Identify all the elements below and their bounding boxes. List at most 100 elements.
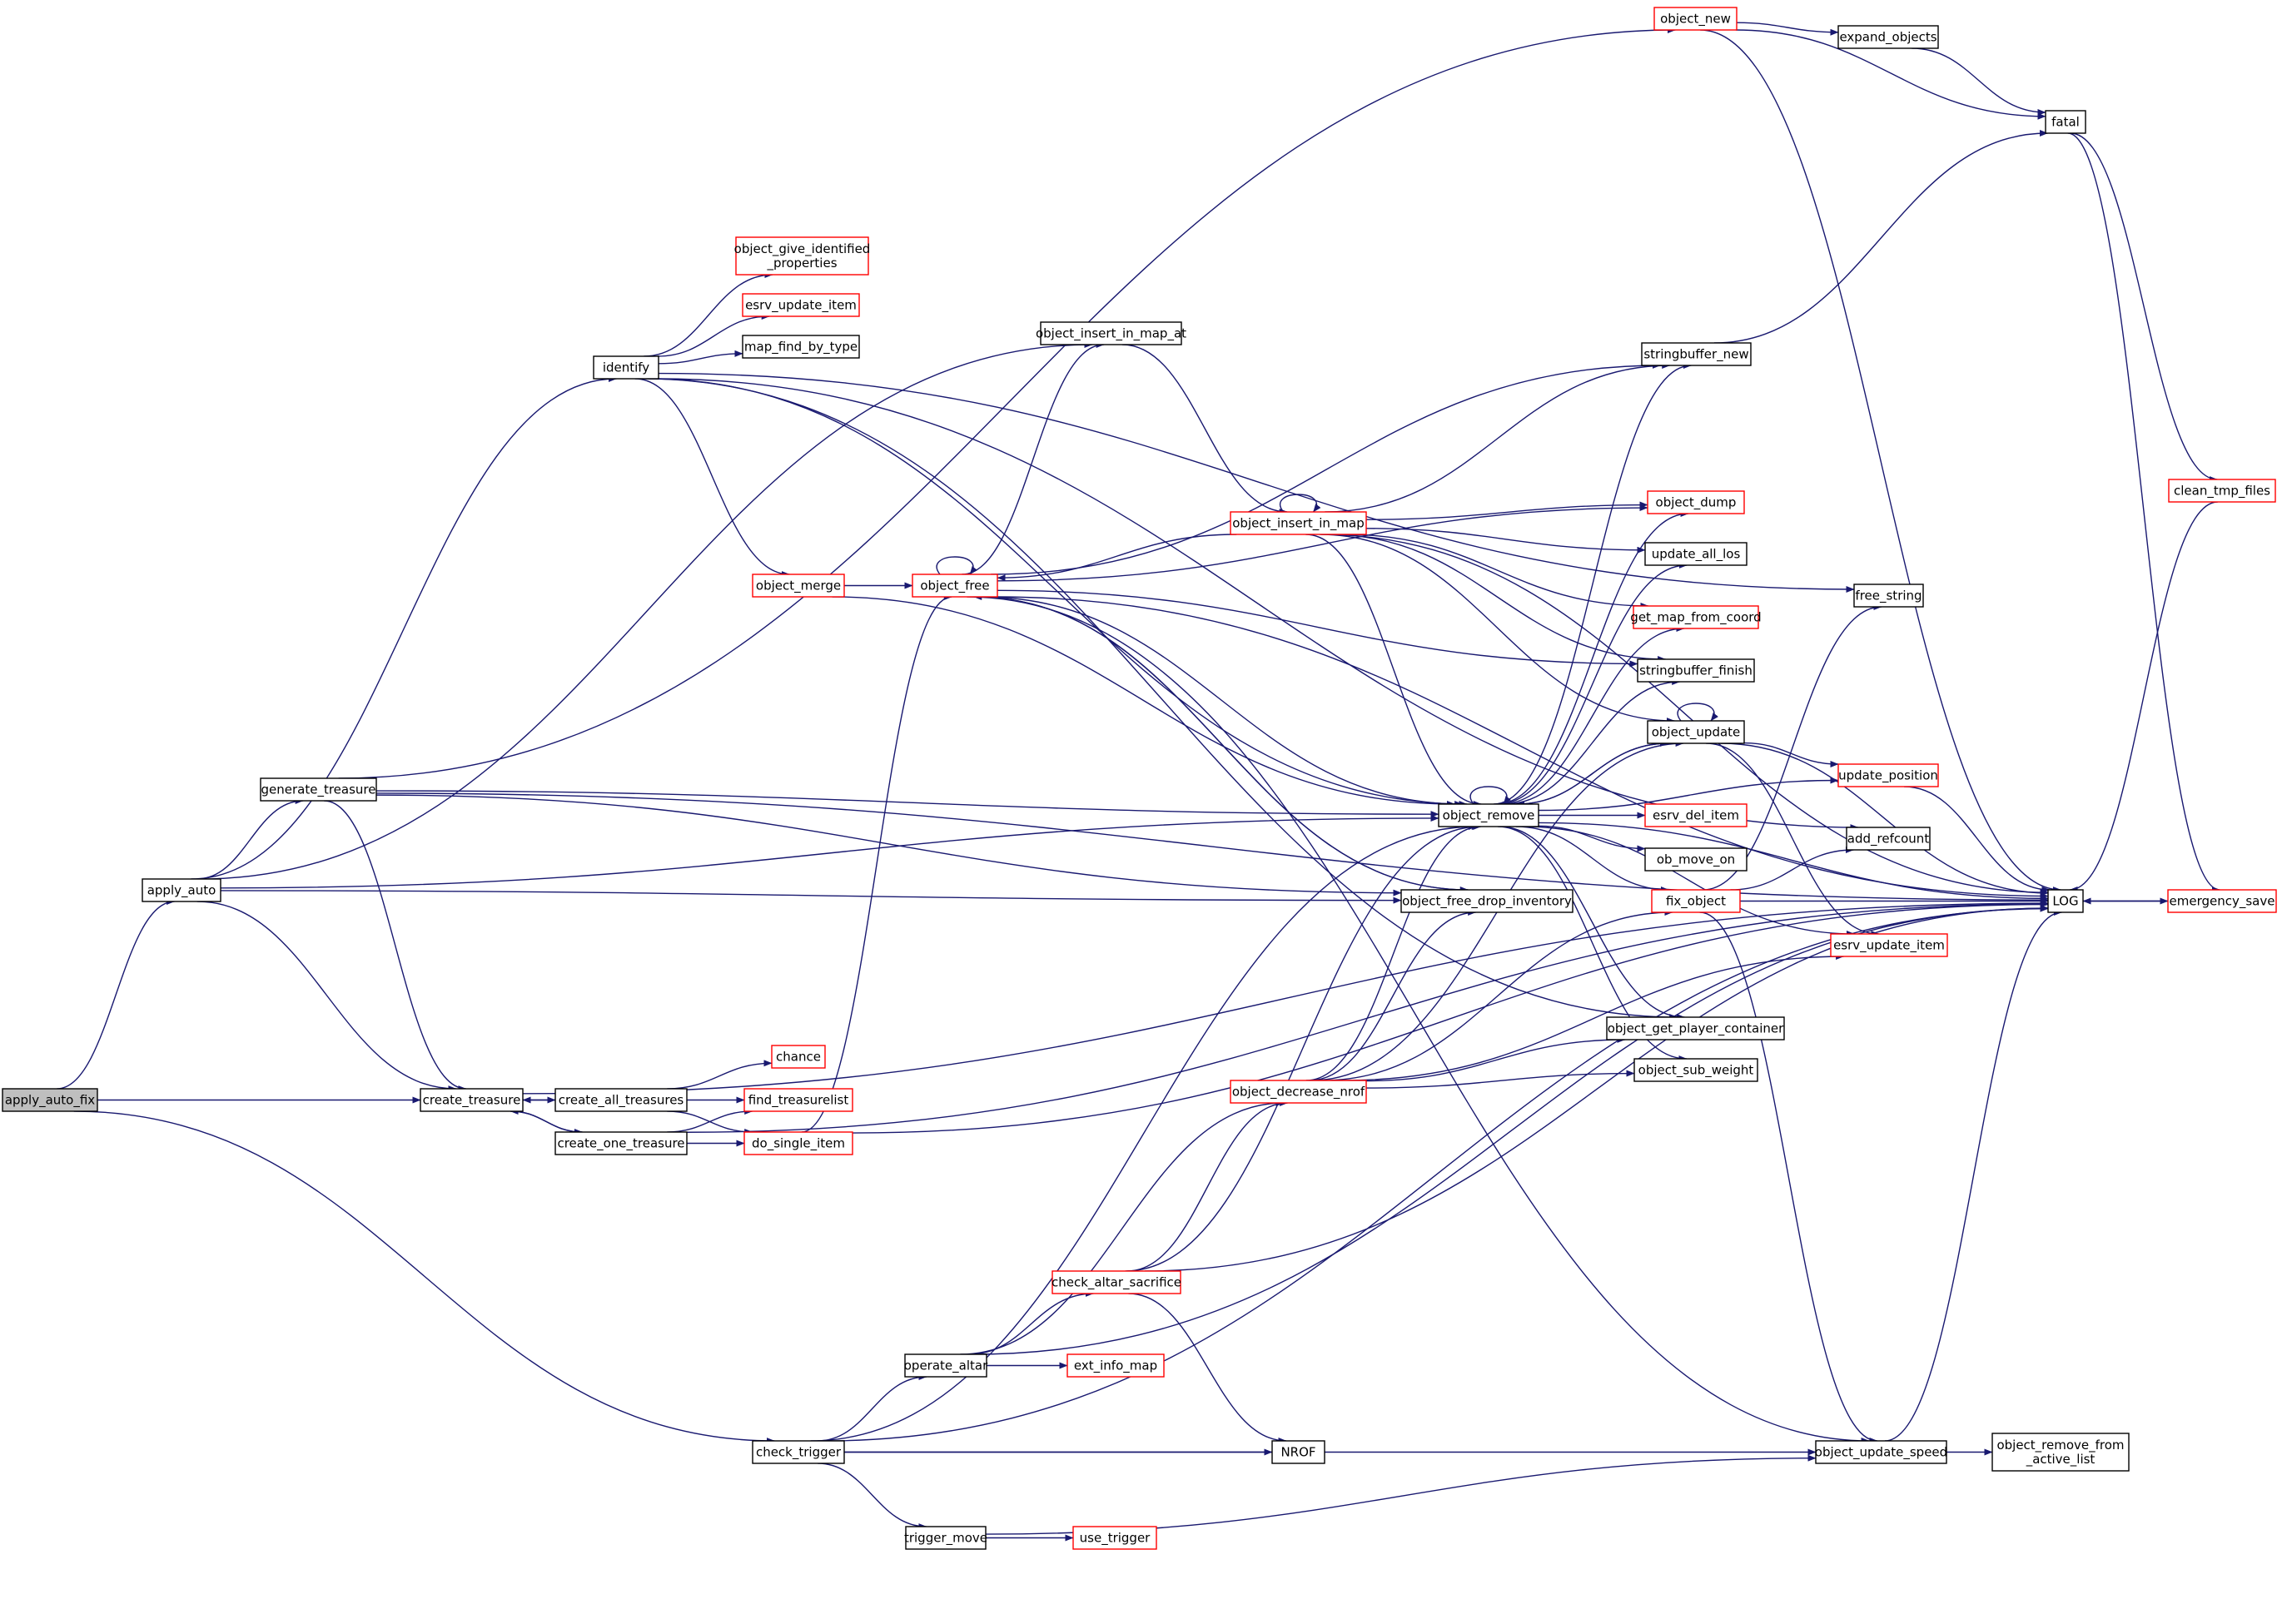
node-object-remove-from-active-list[interactable]: object_remove_from_active_list (1991, 1433, 2130, 1472)
node-emergency-save[interactable]: emergency_save (2167, 889, 2277, 913)
node-create-one-treasure[interactable]: create_one_treasure (554, 1131, 688, 1155)
node-box (743, 1131, 853, 1155)
edge-operate_altar-to-check_altar_sacrifice (968, 1290, 1094, 1355)
node-stringbuffer-new[interactable]: stringbuffer_new (1641, 342, 1752, 366)
node-esrv-update-item-a[interactable]: esrv_update_item (742, 293, 860, 317)
node-label: update_position (1838, 768, 1938, 784)
node-NROF[interactable]: NROF (1271, 1440, 1325, 1464)
node-box (554, 1088, 688, 1112)
node-box (1606, 1016, 1785, 1040)
node-label: map_find_by_type (744, 340, 858, 355)
node-check-altar-sacrifice[interactable]: check_altar_sacrifice (1052, 1270, 1181, 1294)
node-map-find-by-type[interactable]: map_find_by_type (742, 335, 860, 359)
node-generate-treasure[interactable]: generate_treasure (260, 777, 377, 802)
edge-fix_object-to-object_update_speed (1699, 911, 1878, 1444)
edge-check_altar_sacrifice-to-object_remove (1125, 823, 1480, 1272)
node-box (1637, 658, 1755, 683)
edge-object_free-to-stringbuffer_new (991, 362, 1661, 575)
node-label: find_treasurelist (748, 1093, 849, 1109)
edge-create_treasure-to-LOG (522, 900, 2049, 1095)
edge-object_decrease_nrof-to-esrv_update_item_b (1343, 953, 1845, 1081)
node-esrv-del-item[interactable]: esrv_del_item (1644, 803, 1748, 827)
node-chance[interactable]: chance (771, 1045, 826, 1069)
edge-object_insert_in_map_at-to-object_insert_in_map (1121, 344, 1288, 515)
node-object-insert-in-map-at[interactable]: object_insert_in_map_at (1036, 321, 1186, 345)
node-object-new[interactable]: object_new (1653, 7, 1738, 31)
node-esrv-update-item-b[interactable]: esrv_update_item (1830, 933, 1948, 957)
edge-object_free-to-LOG (994, 596, 2049, 900)
node-ext-info-map[interactable]: ext_info_map (1066, 1353, 1165, 1378)
edge-object_remove-to-fix_object (1515, 826, 1669, 893)
edge-apply_auto_fix-to-check_trigger (73, 1110, 775, 1444)
node-operate-altar[interactable]: operate_altar (904, 1353, 988, 1378)
node-trigger-move[interactable]: trigger_move (904, 1526, 987, 1550)
node-add-refcount[interactable]: add_refcount (1846, 827, 1931, 851)
node-check-trigger[interactable]: check_trigger (752, 1440, 845, 1464)
node-label: add_refcount (1847, 832, 1930, 847)
node-update-all-los[interactable]: update_all_los (1644, 542, 1748, 566)
node-object-give-identified-properties[interactable]: object_give_identified_properties (734, 236, 871, 276)
edge-object_update-to-esrv_update_item_b (1706, 742, 1880, 937)
node-label: esrv_update_item (1833, 938, 1945, 954)
edge-object_decrease_nrof-to-object_remove (1305, 823, 1482, 1081)
node-object-decrease-nrof[interactable]: object_decrease_nrof (1230, 1080, 1367, 1104)
edge-object_remove-to-update_all_los (1497, 562, 1688, 805)
edge-fatal-to-clean_tmp_files (2070, 132, 2218, 483)
node-create-treasure[interactable]: create_treasure (420, 1088, 524, 1112)
node-object-merge[interactable]: object_merge (752, 574, 845, 598)
edge-object_free-to-stringbuffer_finish (997, 589, 1638, 668)
node-identify[interactable]: identify (593, 355, 659, 380)
edge-object_free-to-object_update_speed (967, 596, 1870, 1444)
node-object-update[interactable]: object_update (1647, 720, 1745, 744)
edge-object_remove-to-object_remove (1469, 786, 1512, 805)
node-fix-object[interactable]: fix_object (1651, 889, 1741, 913)
node-LOG[interactable]: LOG (2047, 889, 2084, 913)
node-object-update-speed[interactable]: object_update_speed (1815, 1440, 1947, 1464)
node-get-map-from-coord[interactable]: get_map_from_coord (1630, 605, 1762, 629)
node-fatal[interactable]: fatal (2045, 110, 2086, 134)
node-do-single-item[interactable]: do_single_item (743, 1131, 853, 1155)
node-free-string[interactable]: free_string (1853, 584, 1924, 608)
node-label: create_all_treasures (559, 1093, 684, 1109)
node-object-get-player-container[interactable]: object_get_player_container (1606, 1016, 1785, 1040)
edge-do_single_item-to-LOG (852, 901, 2049, 1134)
node-box (1837, 763, 1939, 787)
node-object-free-drop-inventory[interactable]: object_free_drop_inventory (1400, 889, 1574, 913)
node-label: create_one_treasure (557, 1136, 684, 1152)
node-find-treasurelist[interactable]: find_treasurelist (743, 1088, 853, 1112)
edge-apply_auto-to-identify (191, 375, 618, 880)
node-label: _properties (766, 256, 837, 271)
edge-object_free-to-object_remove (981, 596, 1464, 807)
node-object-sub-weight[interactable]: object_sub_weight (1633, 1058, 1758, 1082)
edge-fix_object-to-add_refcount (1730, 847, 1854, 891)
node-object-free[interactable]: object_free (912, 574, 998, 598)
node-object-insert-in-map[interactable]: object_insert_in_map (1230, 511, 1367, 535)
edge-clean_tmp_files-to-LOG (2069, 501, 2218, 893)
node-label: object_new (1660, 12, 1731, 27)
node-box (1991, 1433, 2130, 1472)
node-use-trigger[interactable]: use_trigger (1072, 1526, 1157, 1550)
node-object-dump[interactable]: object_dump (1647, 490, 1745, 514)
node-apply-auto[interactable]: apply_auto (142, 878, 221, 902)
edge-object_remove-to-get_map_from_coord (1500, 625, 1685, 805)
node-create-all-treasures[interactable]: create_all_treasures (554, 1088, 688, 1112)
node-label: stringbuffer_finish (1639, 663, 1753, 679)
edge-object_decrease_nrof-to-fix_object (1321, 909, 1673, 1081)
node-object-remove[interactable]: object_remove (1438, 803, 1539, 827)
edge-identify-to-free_string (658, 372, 1855, 593)
node-box (2047, 889, 2084, 913)
edge-object_decrease_nrof-to-object_get_player_container (1365, 1036, 1626, 1082)
node-label: fix_object (1666, 894, 1726, 910)
node-update-position[interactable]: update_position (1837, 763, 1939, 787)
node-ob-move-on[interactable]: ob_move_on (1644, 847, 1748, 872)
edge-object_remove-to-object_get_player_container (1499, 826, 1685, 1021)
node-clean-tmp-files[interactable]: clean_tmp_files (2168, 479, 2276, 503)
node-stringbuffer-finish[interactable]: stringbuffer_finish (1637, 658, 1755, 683)
edge-object_update-to-object_update (1677, 703, 1719, 722)
node-box (2, 1088, 98, 1112)
node-apply-auto-fix[interactable]: apply_auto_fix (2, 1088, 98, 1112)
edge-layer (57, 22, 2220, 1542)
node-label: emergency_save (2170, 894, 2275, 910)
node-expand-objects[interactable]: expand_objects (1837, 25, 1939, 49)
